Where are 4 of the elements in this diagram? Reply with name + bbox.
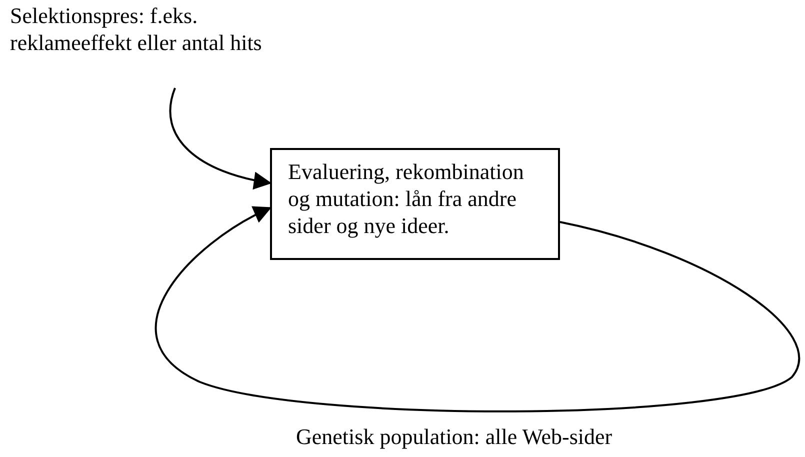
annotation-text: Selektionspres: f.eks. reklameeffekt eller antal hits [10, 2, 310, 64]
arrow [154, 207, 800, 412]
arrow [169, 88, 272, 190]
process-box: Evaluering, rekombination og mutation: lån fra andre sider og nye ideer. [270, 148, 560, 260]
